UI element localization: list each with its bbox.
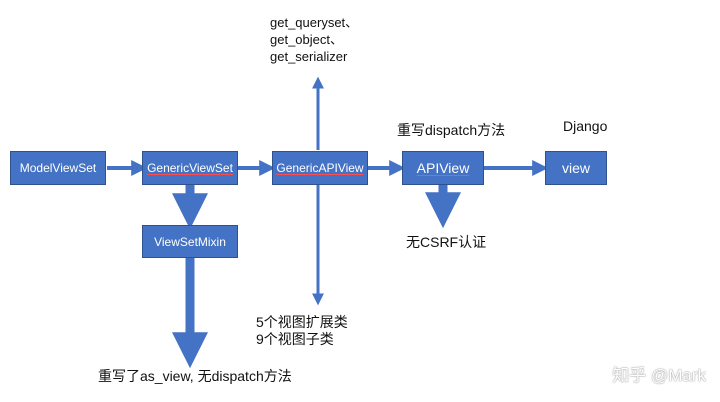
annotation-rewrite-dispatch: 重写dispatch方法 (397, 122, 506, 138)
node-label: ModelViewSet (19, 161, 97, 175)
annotation-line: get_queryset、 (270, 15, 359, 30)
node-genericviewset: GenericViewSet (142, 151, 238, 185)
annotation-no-csrf: 无CSRF认证 (406, 234, 487, 250)
annotation-rewrite-as-view: 重写了as_view, 无dispatch方法 (98, 368, 292, 384)
annotation-line: get_serializer (270, 49, 348, 64)
node-label: ViewSetMixin (154, 234, 226, 249)
annotation-line: 5个视图扩展类 (256, 314, 348, 330)
node-label: GenericAPIView (276, 161, 364, 175)
node-label: GenericViewSet (147, 161, 233, 175)
node-modelviewset: ModelViewSet (10, 151, 106, 185)
annotation-line: get_object、 (270, 32, 343, 47)
node-view: view (545, 151, 607, 185)
annotation-top-methods: get_queryset、 get_object、 get_serializer (270, 14, 358, 65)
node-viewsetmixin: ViewSetMixin (142, 225, 238, 258)
annotation-view-classes: 5个视图扩展类 9个视图子类 (256, 314, 348, 348)
node-genericapiview: GenericAPIView (272, 151, 368, 185)
node-label: view (561, 160, 590, 176)
annotation-line: 9个视图子类 (256, 331, 334, 347)
node-label: APIView (416, 160, 470, 176)
node-apiview: APIView (402, 151, 484, 185)
annotation-django: Django (563, 118, 608, 134)
watermark: 知乎 @Mark (612, 366, 706, 385)
